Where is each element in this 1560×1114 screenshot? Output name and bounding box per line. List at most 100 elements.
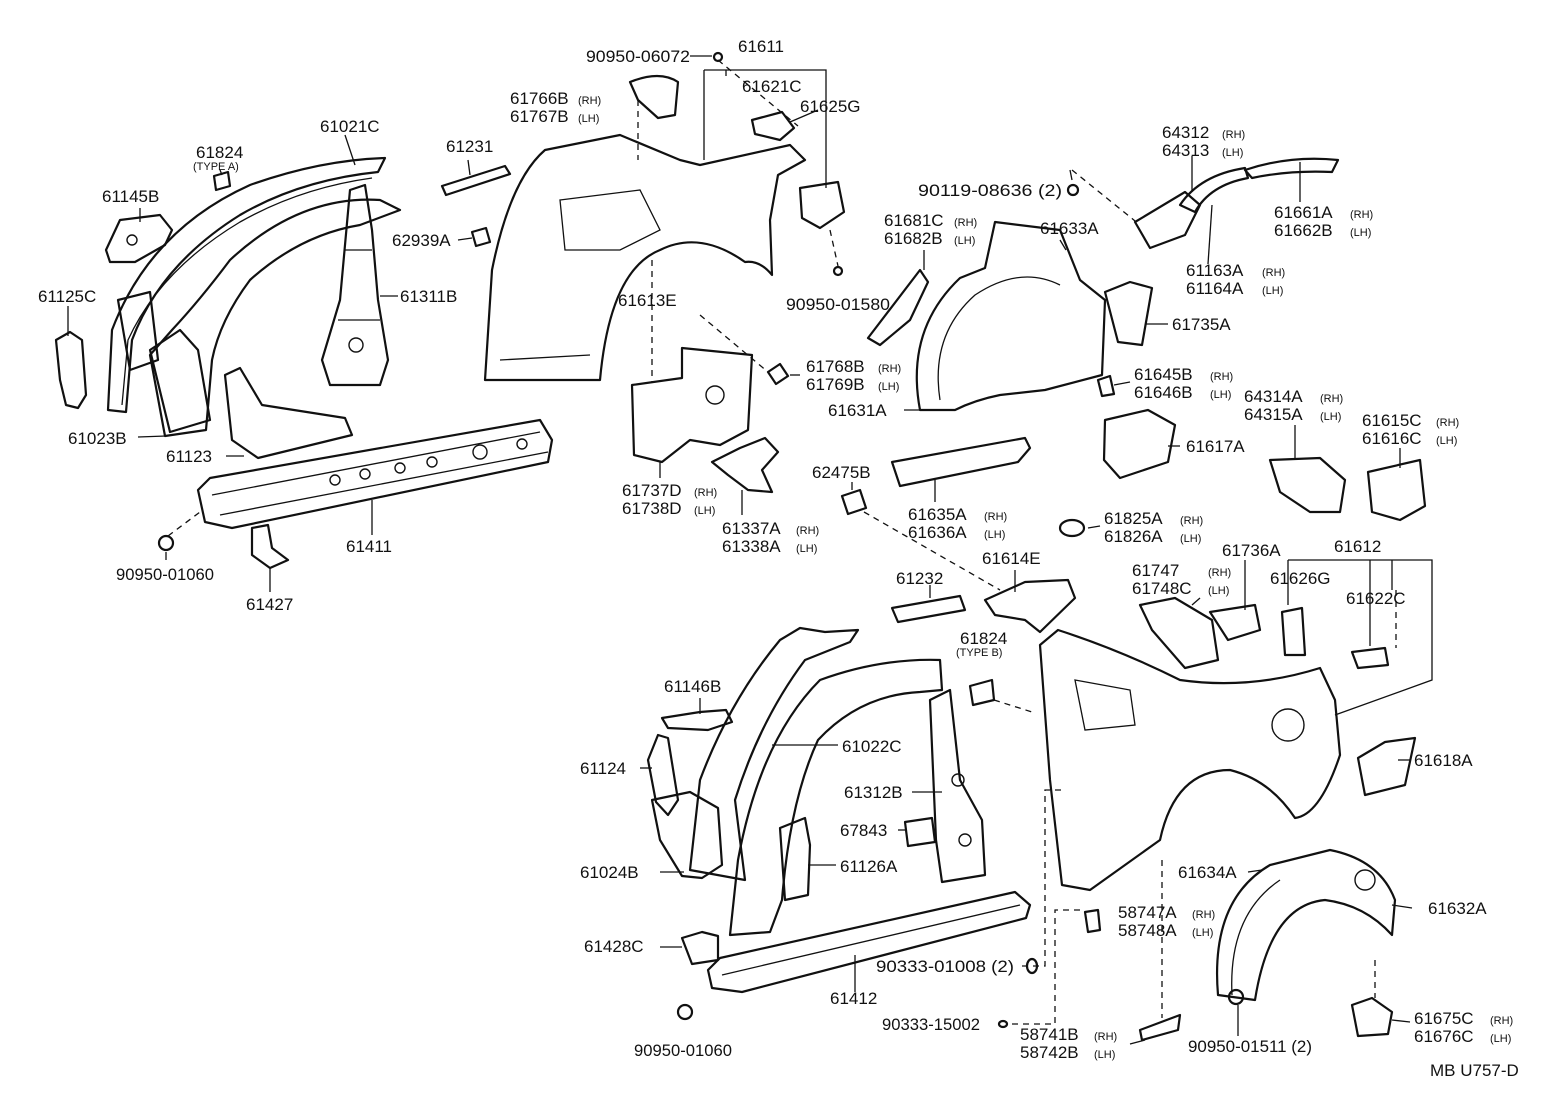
part-58741b-drawing <box>1138 1013 1182 1042</box>
part-61681c-drawing <box>866 268 930 347</box>
label-61146b: 61146B <box>664 677 721 696</box>
plug-90333-15002 <box>997 1019 1009 1029</box>
label-58747a-side: (RH) <box>1192 909 1215 921</box>
part-61618a-drawing <box>1356 736 1417 797</box>
label-61825a-side: (RH) <box>1180 515 1203 527</box>
part-58747a-drawing <box>1083 908 1102 934</box>
part-61825a-drawing <box>1058 518 1086 538</box>
grommet-90950-01060-a <box>157 534 175 552</box>
leader-lines <box>67 55 1433 1045</box>
label-61824-b: 61824 <box>960 629 1007 648</box>
label-58741b: 58741B <box>1020 1025 1079 1044</box>
label-61617a: 61617A <box>1186 437 1245 456</box>
label-61022c: 61022C <box>842 737 902 756</box>
label-61736a: 61736A <box>1222 541 1281 560</box>
label-61768b-side: (RH) <box>878 363 901 375</box>
label-90950-06072: 90950-06072 <box>586 47 690 66</box>
label-61338a-side: (LH) <box>796 543 817 555</box>
label-61738d-side: (LH) <box>694 505 715 517</box>
label-61825a: 61825A <box>1104 509 1163 528</box>
label-61163a: 61163A <box>1186 261 1244 280</box>
part-61736a-drawing <box>1208 603 1262 642</box>
part-61625g-drawing <box>798 180 846 230</box>
label-61337a-side: (RH) <box>796 525 819 537</box>
part-61617a-drawing <box>1102 408 1177 480</box>
part-61021c-drawing <box>106 156 387 434</box>
label-61612: 61612 <box>1334 537 1381 556</box>
label-61645b-side: (RH) <box>1210 371 1233 383</box>
label-64312: 64312 <box>1162 123 1209 142</box>
label-61145b: 61145B <box>102 187 159 206</box>
label-61635a: 61635A <box>908 505 967 524</box>
part-61626g-drawing <box>1280 606 1307 657</box>
label-61769b: 61769B <box>806 375 865 394</box>
part-61747-drawing <box>1138 596 1220 670</box>
part-64312-drawing <box>1133 190 1202 250</box>
label-61682b-side: (LH) <box>954 235 975 247</box>
label-type-b: (TYPE B) <box>956 647 1002 659</box>
label-61767b: 61767B <box>510 107 569 126</box>
label-61625g: 61625G <box>800 97 861 116</box>
part-61612-drawing <box>1038 628 1342 892</box>
label-61748c-side: (LH) <box>1208 585 1229 597</box>
clip-90950-06072 <box>712 51 724 63</box>
label-61232: 61232 <box>896 569 943 588</box>
label-67843: 67843 <box>840 821 887 840</box>
label-61737d-side: (RH) <box>694 487 717 499</box>
label-64315a: 64315A <box>1244 405 1303 424</box>
label-61635a-side: (RH) <box>984 511 1007 523</box>
part-61428c-drawing <box>680 930 720 966</box>
part-61311b-drawing <box>320 183 390 387</box>
part-62475b-drawing <box>840 488 868 516</box>
label-61411: 61411 <box>346 537 392 556</box>
part-61768b-drawing <box>766 362 790 386</box>
label-90950-01580: 90950-01580 <box>786 295 890 314</box>
label-61633a: 61633A <box>1040 219 1099 238</box>
label-61747: 61747 <box>1132 561 1179 580</box>
label-61613e: 61613E <box>618 291 677 310</box>
part-61614e-drawing <box>983 578 1077 634</box>
bolt-90119-08636 <box>1066 183 1080 197</box>
part-61125c-drawing <box>54 330 88 410</box>
label-61622c: 61622C <box>1346 589 1406 608</box>
part-61737d-drawing <box>630 346 754 464</box>
label-61024b: 61024B <box>580 863 639 882</box>
label-61766b: 61766B <box>510 89 569 108</box>
part-61427-drawing <box>250 523 290 570</box>
label-61735a: 61735A <box>1172 315 1231 334</box>
label-61611: 61611 <box>738 37 784 56</box>
part-61645b-drawing <box>1096 374 1116 398</box>
label-61767b-side: (LH) <box>578 113 599 125</box>
label-61412: 61412 <box>830 989 877 1008</box>
label-61662b: 61662B <box>1274 221 1333 240</box>
label-61636a-side: (LH) <box>984 529 1005 541</box>
label-61766b-side: (RH) <box>578 95 601 107</box>
label-90333-01008: 90333-01008 (2) <box>876 957 1014 976</box>
label-61615c-side: (RH) <box>1436 417 1459 429</box>
part-61146b-drawing <box>660 708 734 732</box>
label-61338a: 61338A <box>722 537 781 556</box>
label-61646b: 61646B <box>1134 383 1193 402</box>
label-61676c-side: (LH) <box>1490 1033 1511 1045</box>
label-64314a-side: (RH) <box>1320 393 1343 405</box>
label-61621c: 61621C <box>742 77 802 96</box>
part-61337a-drawing <box>710 436 780 494</box>
label-61824-a: 61824 <box>196 143 243 162</box>
label-61646b-side: (LH) <box>1210 389 1231 401</box>
label-61231: 61231 <box>446 137 493 156</box>
label-type-a: (TYPE A) <box>193 161 239 173</box>
label-61616c: 61616C <box>1362 429 1422 448</box>
label-64313-side: (LH) <box>1222 147 1243 159</box>
label-61626g: 61626G <box>1270 569 1331 588</box>
part-64314a-drawing <box>1268 456 1347 514</box>
label-64315a-side: (LH) <box>1320 411 1341 423</box>
label-61737d: 61737D <box>622 481 682 500</box>
label-58748a: 58748A <box>1118 921 1177 940</box>
label-90950-01511: 90950-01511 (2) <box>1188 1037 1312 1056</box>
label-61826a-side: (LH) <box>1180 533 1201 545</box>
label-61126a: 61126A <box>840 857 898 876</box>
part-61661a-drawing <box>1243 157 1340 180</box>
label-61682b: 61682B <box>884 229 943 248</box>
label-61768b: 61768B <box>806 357 865 376</box>
label-62475b: 62475B <box>812 463 871 482</box>
